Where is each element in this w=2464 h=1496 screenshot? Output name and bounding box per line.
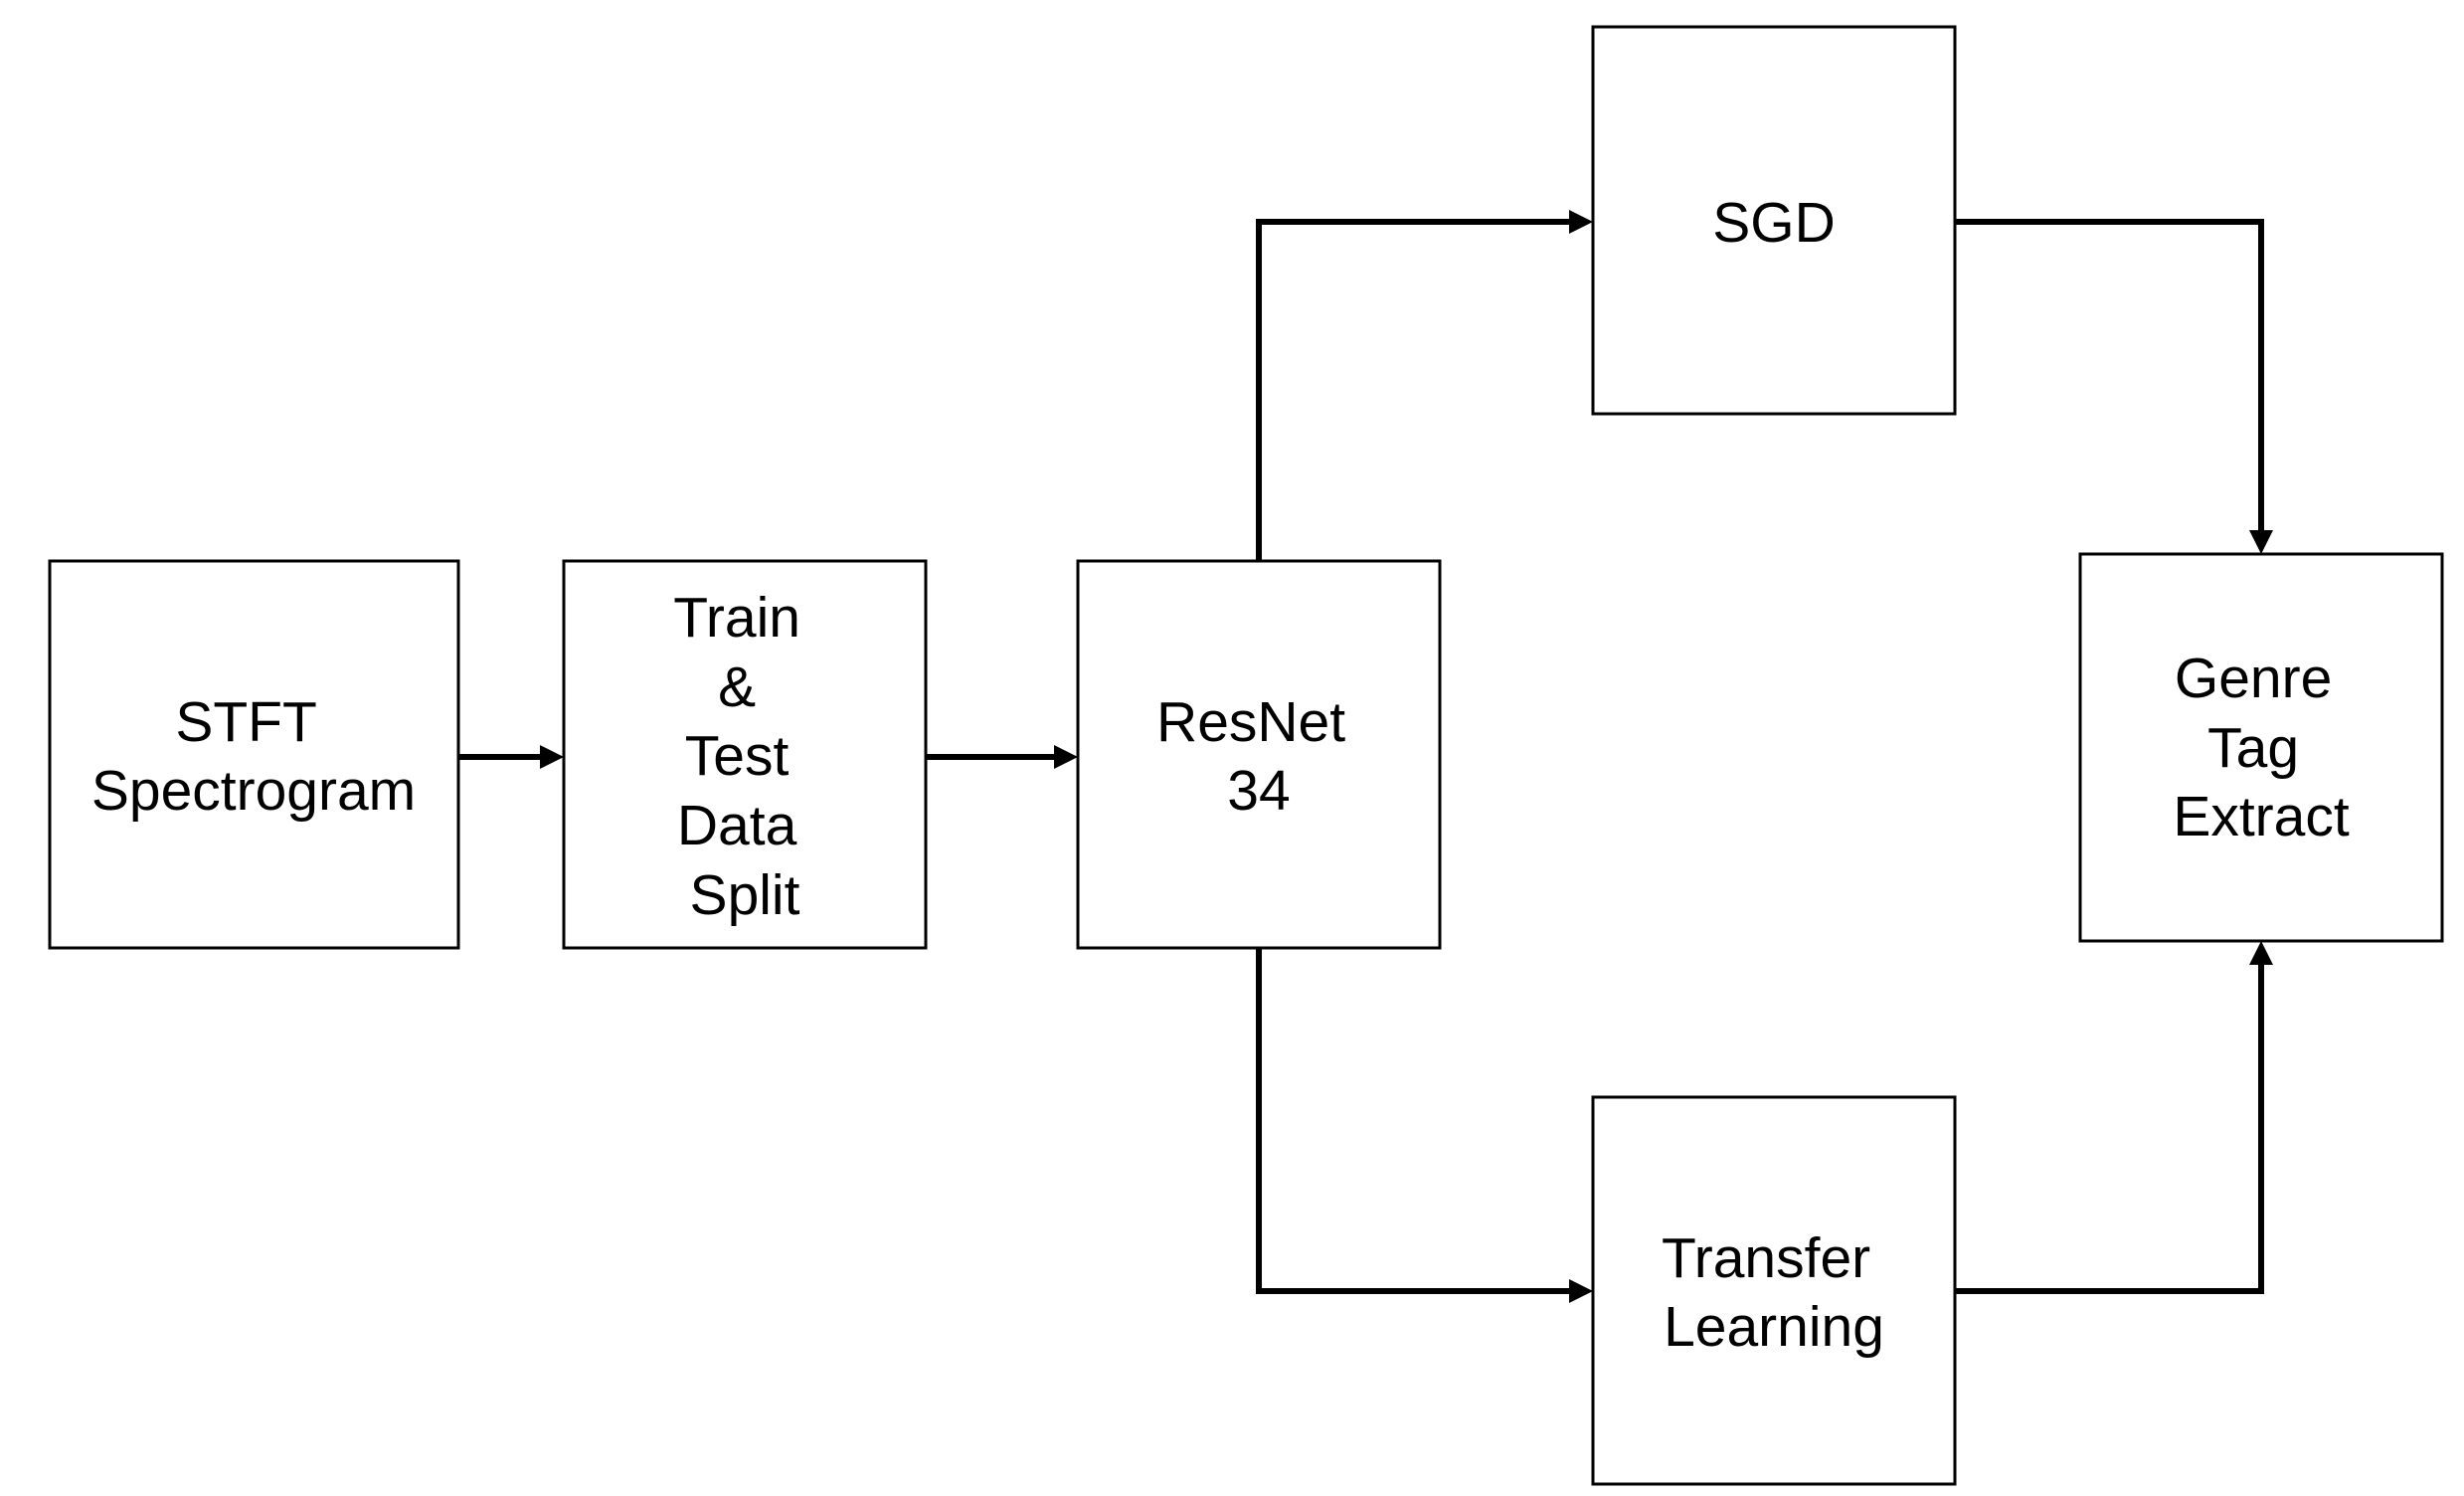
split-label-line: Split (690, 863, 800, 927)
arrowhead-transfer (1569, 1279, 1593, 1303)
transfer-learning-box (1591, 1095, 1957, 1486)
train-test-split-box (562, 559, 928, 950)
split-label-line: Test (685, 724, 790, 788)
arrowhead-resnet (1054, 745, 1078, 769)
transfer-learning-label: Transfer Learning (1662, 1226, 1886, 1359)
arrowhead-genre-bottom (2249, 941, 2273, 965)
stft-label-line: Spectrogram (91, 759, 416, 823)
connectors (458, 210, 2273, 1303)
resnet-34-box (1076, 559, 1442, 950)
split-label-line: Train (673, 586, 800, 650)
sgd-label-line: SGD (1712, 191, 1836, 255)
sgd-box (1591, 25, 1957, 416)
stft-spectrogram-label: STFT Spectrogram (91, 690, 416, 823)
resnet-34-label: ResNet 34 (1156, 690, 1361, 823)
genre-label-line: Genre (2175, 647, 2332, 710)
arrow-transfer-to-genre (1955, 962, 2264, 1294)
genre-label-line: Extract (2173, 785, 2350, 848)
arrowhead-genre-top (2249, 530, 2273, 554)
transfer-label-line: Learning (1664, 1295, 1884, 1359)
split-label-line: Data (677, 794, 797, 857)
arrowhead-sgd (1569, 210, 1593, 234)
genre-tag-extract-label: Genre Tag Extract (2173, 647, 2350, 848)
stft-label-line: STFT (175, 690, 316, 754)
stft-spectrogram-box (48, 559, 460, 950)
split-label-line: & (718, 655, 756, 719)
arrowhead-split (540, 745, 564, 769)
genre-label-line: Tag (2207, 716, 2299, 780)
train-test-split-label: Train & Test Data Split (673, 586, 816, 927)
transfer-label-line: Transfer (1662, 1226, 1870, 1290)
arrow-resnet-to-sgd (1256, 219, 1572, 561)
resnet-label-line: 34 (1227, 759, 1290, 823)
sgd-label: SGD (1712, 191, 1836, 255)
arrow-resnet-to-transfer (1256, 948, 1572, 1294)
resnet-label-line: ResNet (1156, 690, 1345, 754)
arrow-sgd-to-genre (1955, 219, 2264, 533)
